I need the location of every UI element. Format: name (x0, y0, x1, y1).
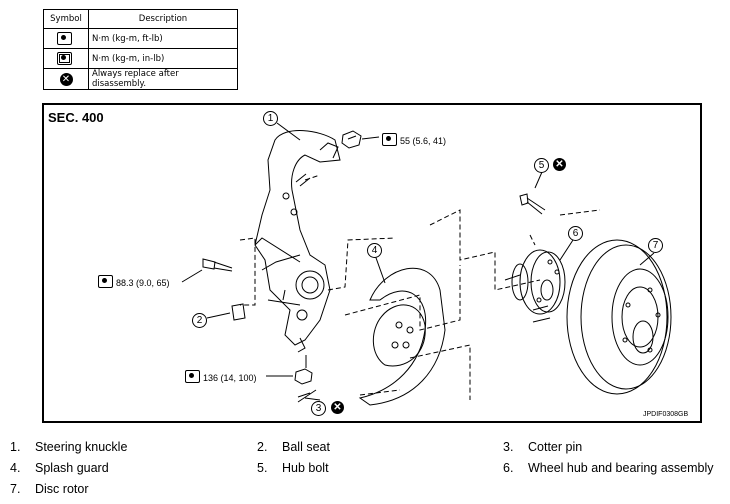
list-item: 4. Splash guard (10, 461, 109, 475)
steering-knuckle-drawing (254, 130, 341, 353)
callout-bubble-1: 1 (263, 111, 278, 126)
list-item: 2. Ball seat (257, 440, 330, 454)
part-number: 1. (10, 440, 21, 454)
torque-value: 136 (14, 100) (203, 373, 257, 383)
torque-callout-136: 136 (14, 100) (185, 370, 257, 383)
list-item: 5. Hub bolt (257, 461, 329, 475)
part-number: 2. (257, 440, 268, 454)
replace-icon: ✕ (331, 401, 344, 414)
disc-rotor-drawing (566, 239, 672, 395)
part-number: 5. (257, 461, 268, 475)
list-item: 3. Cotter pin (503, 440, 582, 454)
part-name: Hub bolt (282, 461, 329, 475)
callout-bubble-3: 3 (311, 401, 326, 416)
part-name: Splash guard (35, 461, 109, 475)
part-name: Cotter pin (528, 440, 583, 454)
part-number: 7. (10, 482, 21, 496)
callout-bubble-4: 4 (367, 243, 382, 258)
torque-callout-55: 55 (5.6, 41) (382, 133, 446, 146)
part-number: 3. (503, 440, 514, 454)
figure-code: JPDIF0308GB (643, 411, 689, 418)
torque-icon (57, 31, 72, 45)
part-number: 4. (10, 461, 21, 475)
torque-inlb-icon (57, 51, 72, 65)
callout-bubble-6: 6 (568, 226, 583, 241)
list-item: 6. Wheel hub and bearing assembly (503, 461, 714, 475)
symbol-legend-table: Symbol Description N·m (kg-m, ft-lb) N·m… (43, 9, 238, 90)
torque-icon (185, 370, 200, 383)
torque-value: 88.3 (9.0, 65) (116, 278, 170, 288)
list-item: 7. Disc rotor (10, 482, 88, 496)
replace-icon: ✕ (59, 72, 73, 86)
torque-icon (382, 133, 397, 146)
wheel-hub-drawing (504, 249, 566, 323)
legend-row-text: Always replace after disassembly. (88, 68, 238, 90)
splash-guard-drawing (358, 267, 446, 406)
replace-icon: ✕ (553, 158, 566, 171)
part-name: Disc rotor (35, 482, 89, 496)
part-number: 6. (503, 461, 514, 475)
torque-callout-883: 88.3 (9.0, 65) (98, 275, 170, 288)
callout-bubble-5: 5 (534, 158, 549, 173)
part-name: Steering knuckle (35, 440, 128, 454)
diagram-frame (42, 103, 702, 423)
callout-bubble-2: 2 (192, 313, 207, 328)
list-item: 1. Steering knuckle (10, 440, 127, 454)
callout-bubble-7: 7 (648, 238, 663, 253)
torque-value: 55 (5.6, 41) (400, 136, 447, 146)
section-label: SEC. 400 (48, 110, 104, 125)
part-name: Ball seat (282, 440, 330, 454)
torque-icon (98, 275, 113, 288)
part-name: Wheel hub and bearing assembly (528, 461, 714, 475)
